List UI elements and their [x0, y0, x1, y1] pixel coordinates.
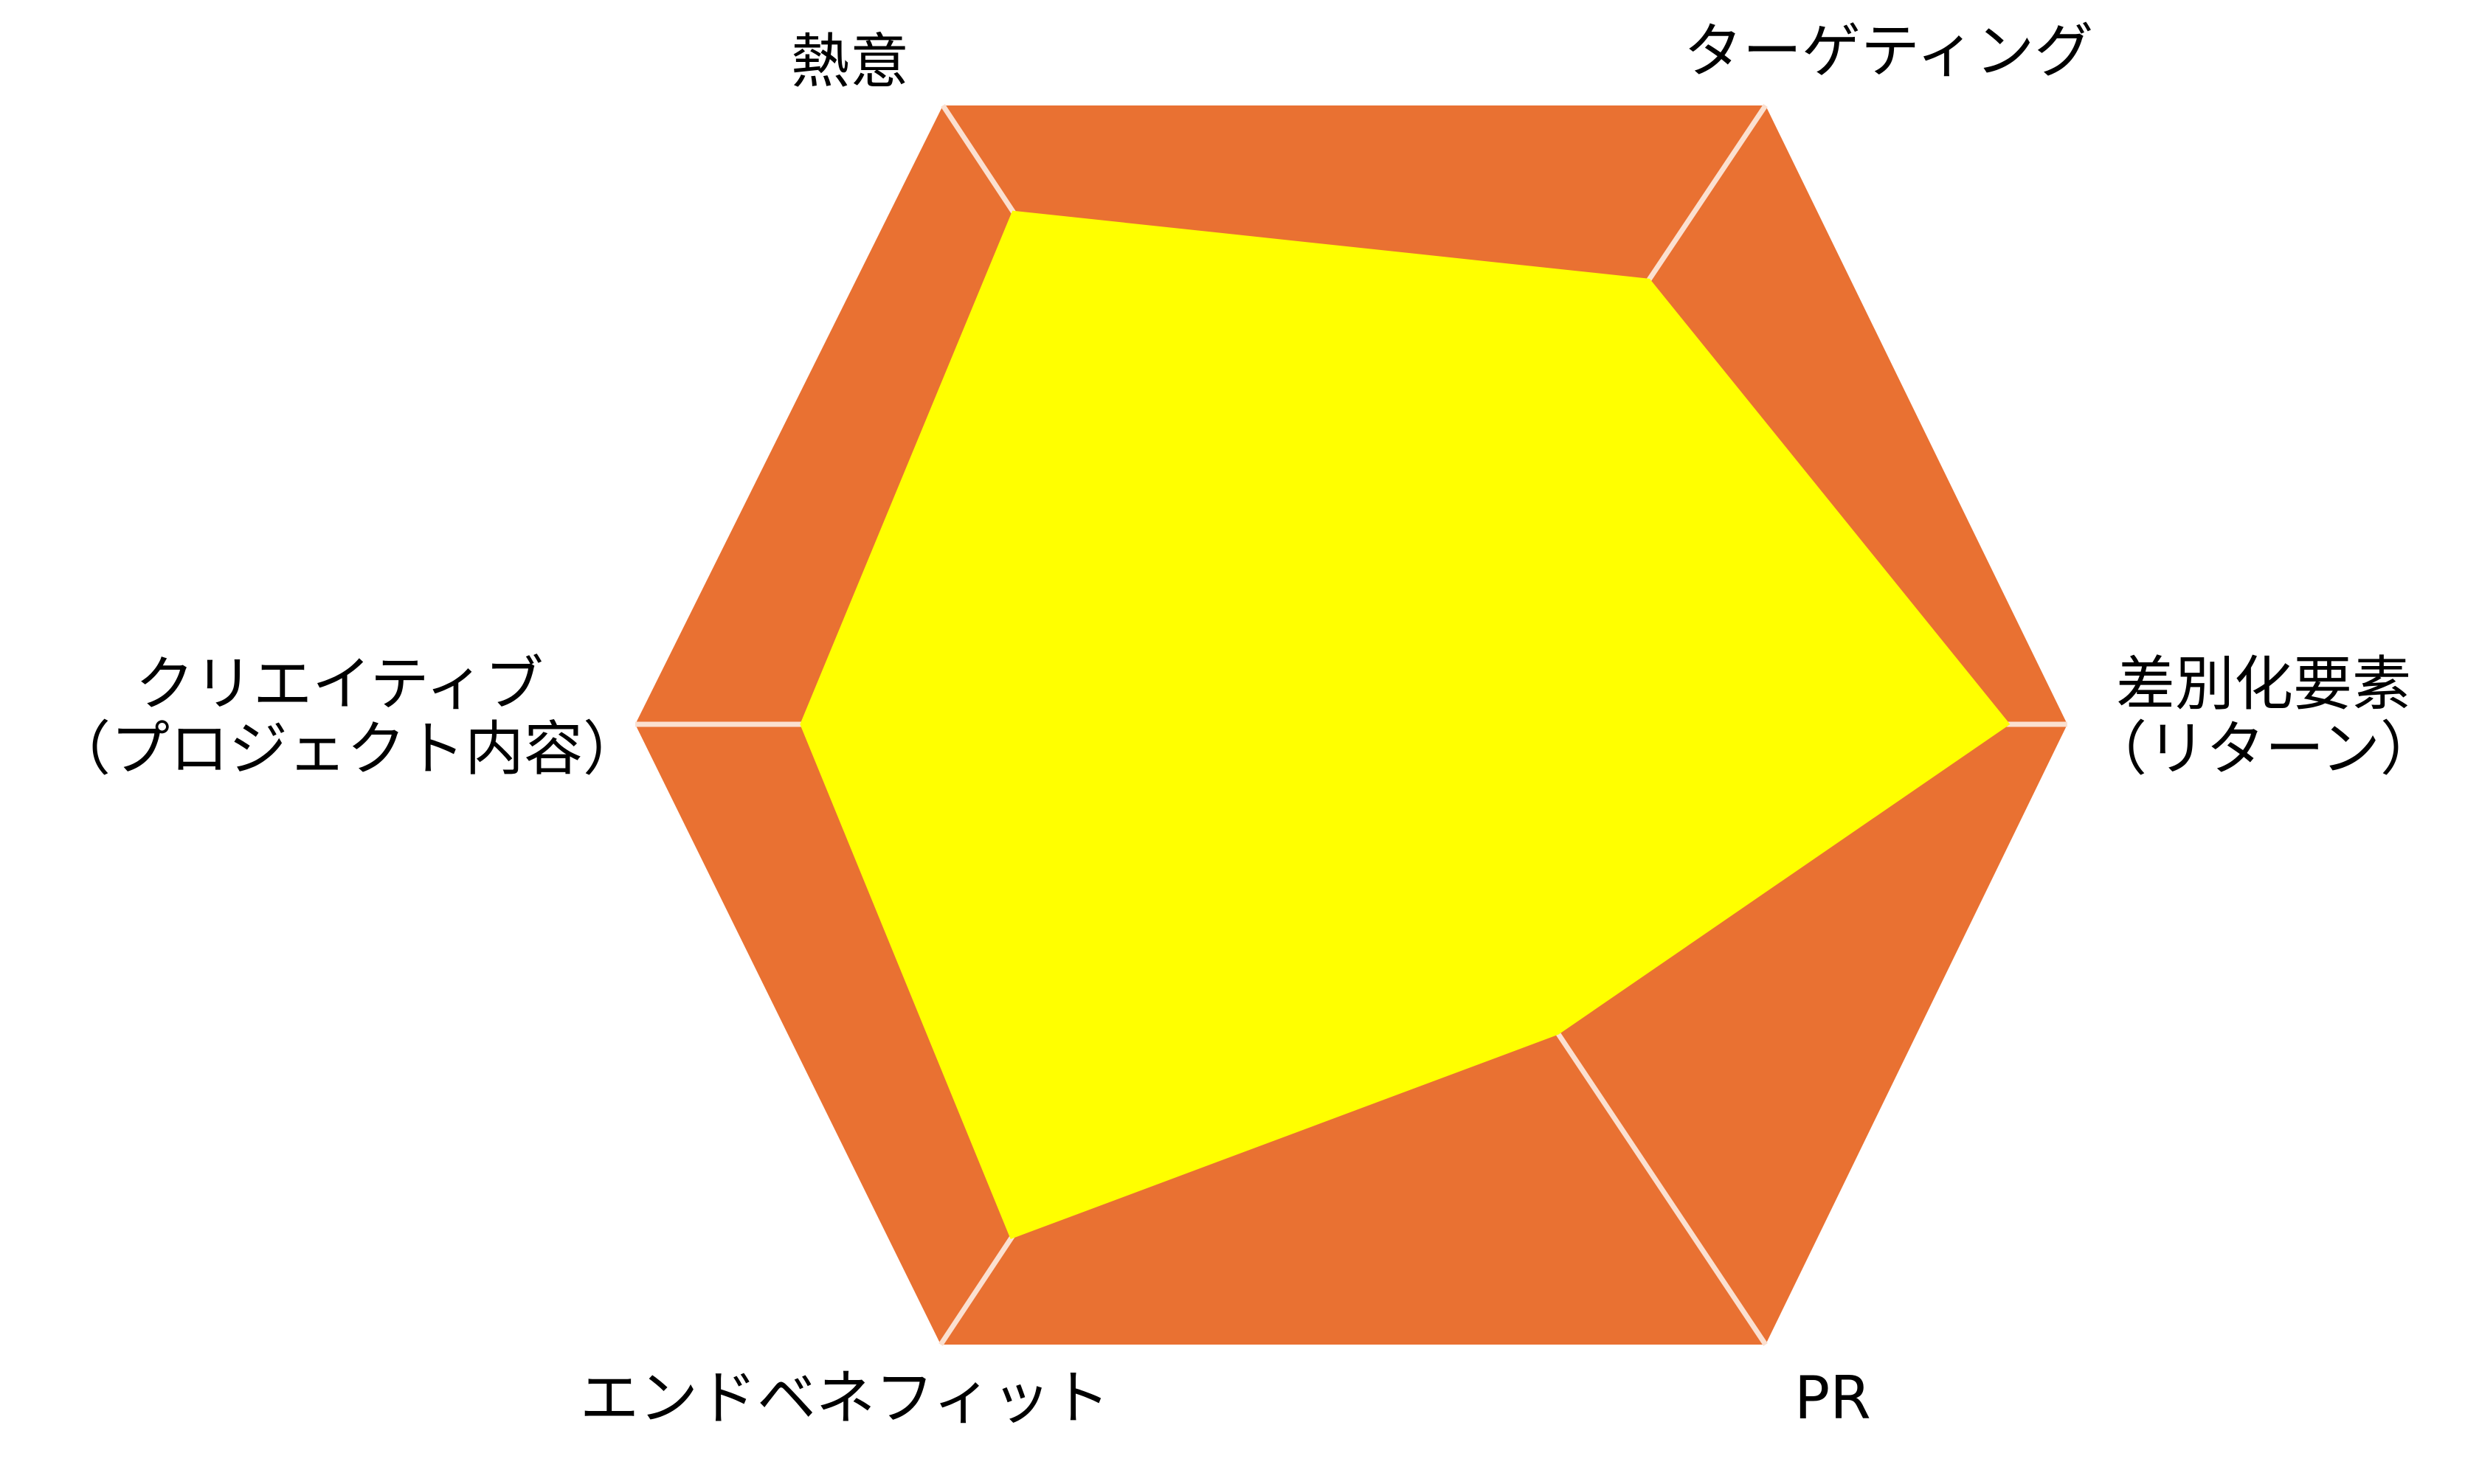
axis-label-creative: クリエイティブ （プロジェクト内容）	[52, 650, 642, 783]
axis-label-end-benefit-text: エンドベネフィット	[580, 1364, 1110, 1432]
axis-label-differentiation-line2: （リターン）	[2088, 715, 2439, 783]
axis-label-end-benefit: エンドベネフィット	[580, 1366, 1110, 1431]
axis-label-differentiation-line1: 差別化要素	[2116, 650, 2411, 718]
axis-label-passion: 熱意	[791, 30, 909, 94]
axis-label-creative-line2: （プロジェクト内容）	[52, 715, 642, 783]
axis-label-differentiation: 差別化要素 （リターン）	[2088, 652, 2439, 782]
axis-label-targeting-text: ターゲティング	[1684, 17, 2094, 86]
axis-label-pr-text: PR	[1794, 1364, 1871, 1432]
axis-label-creative-line1: クリエイティブ	[135, 650, 544, 718]
radar-series-polygon	[800, 210, 2011, 1240]
axis-label-passion-text: 熱意	[791, 27, 909, 96]
axis-label-pr: PR	[1794, 1366, 1871, 1431]
axis-label-targeting: ターゲティング	[1684, 19, 2093, 84]
